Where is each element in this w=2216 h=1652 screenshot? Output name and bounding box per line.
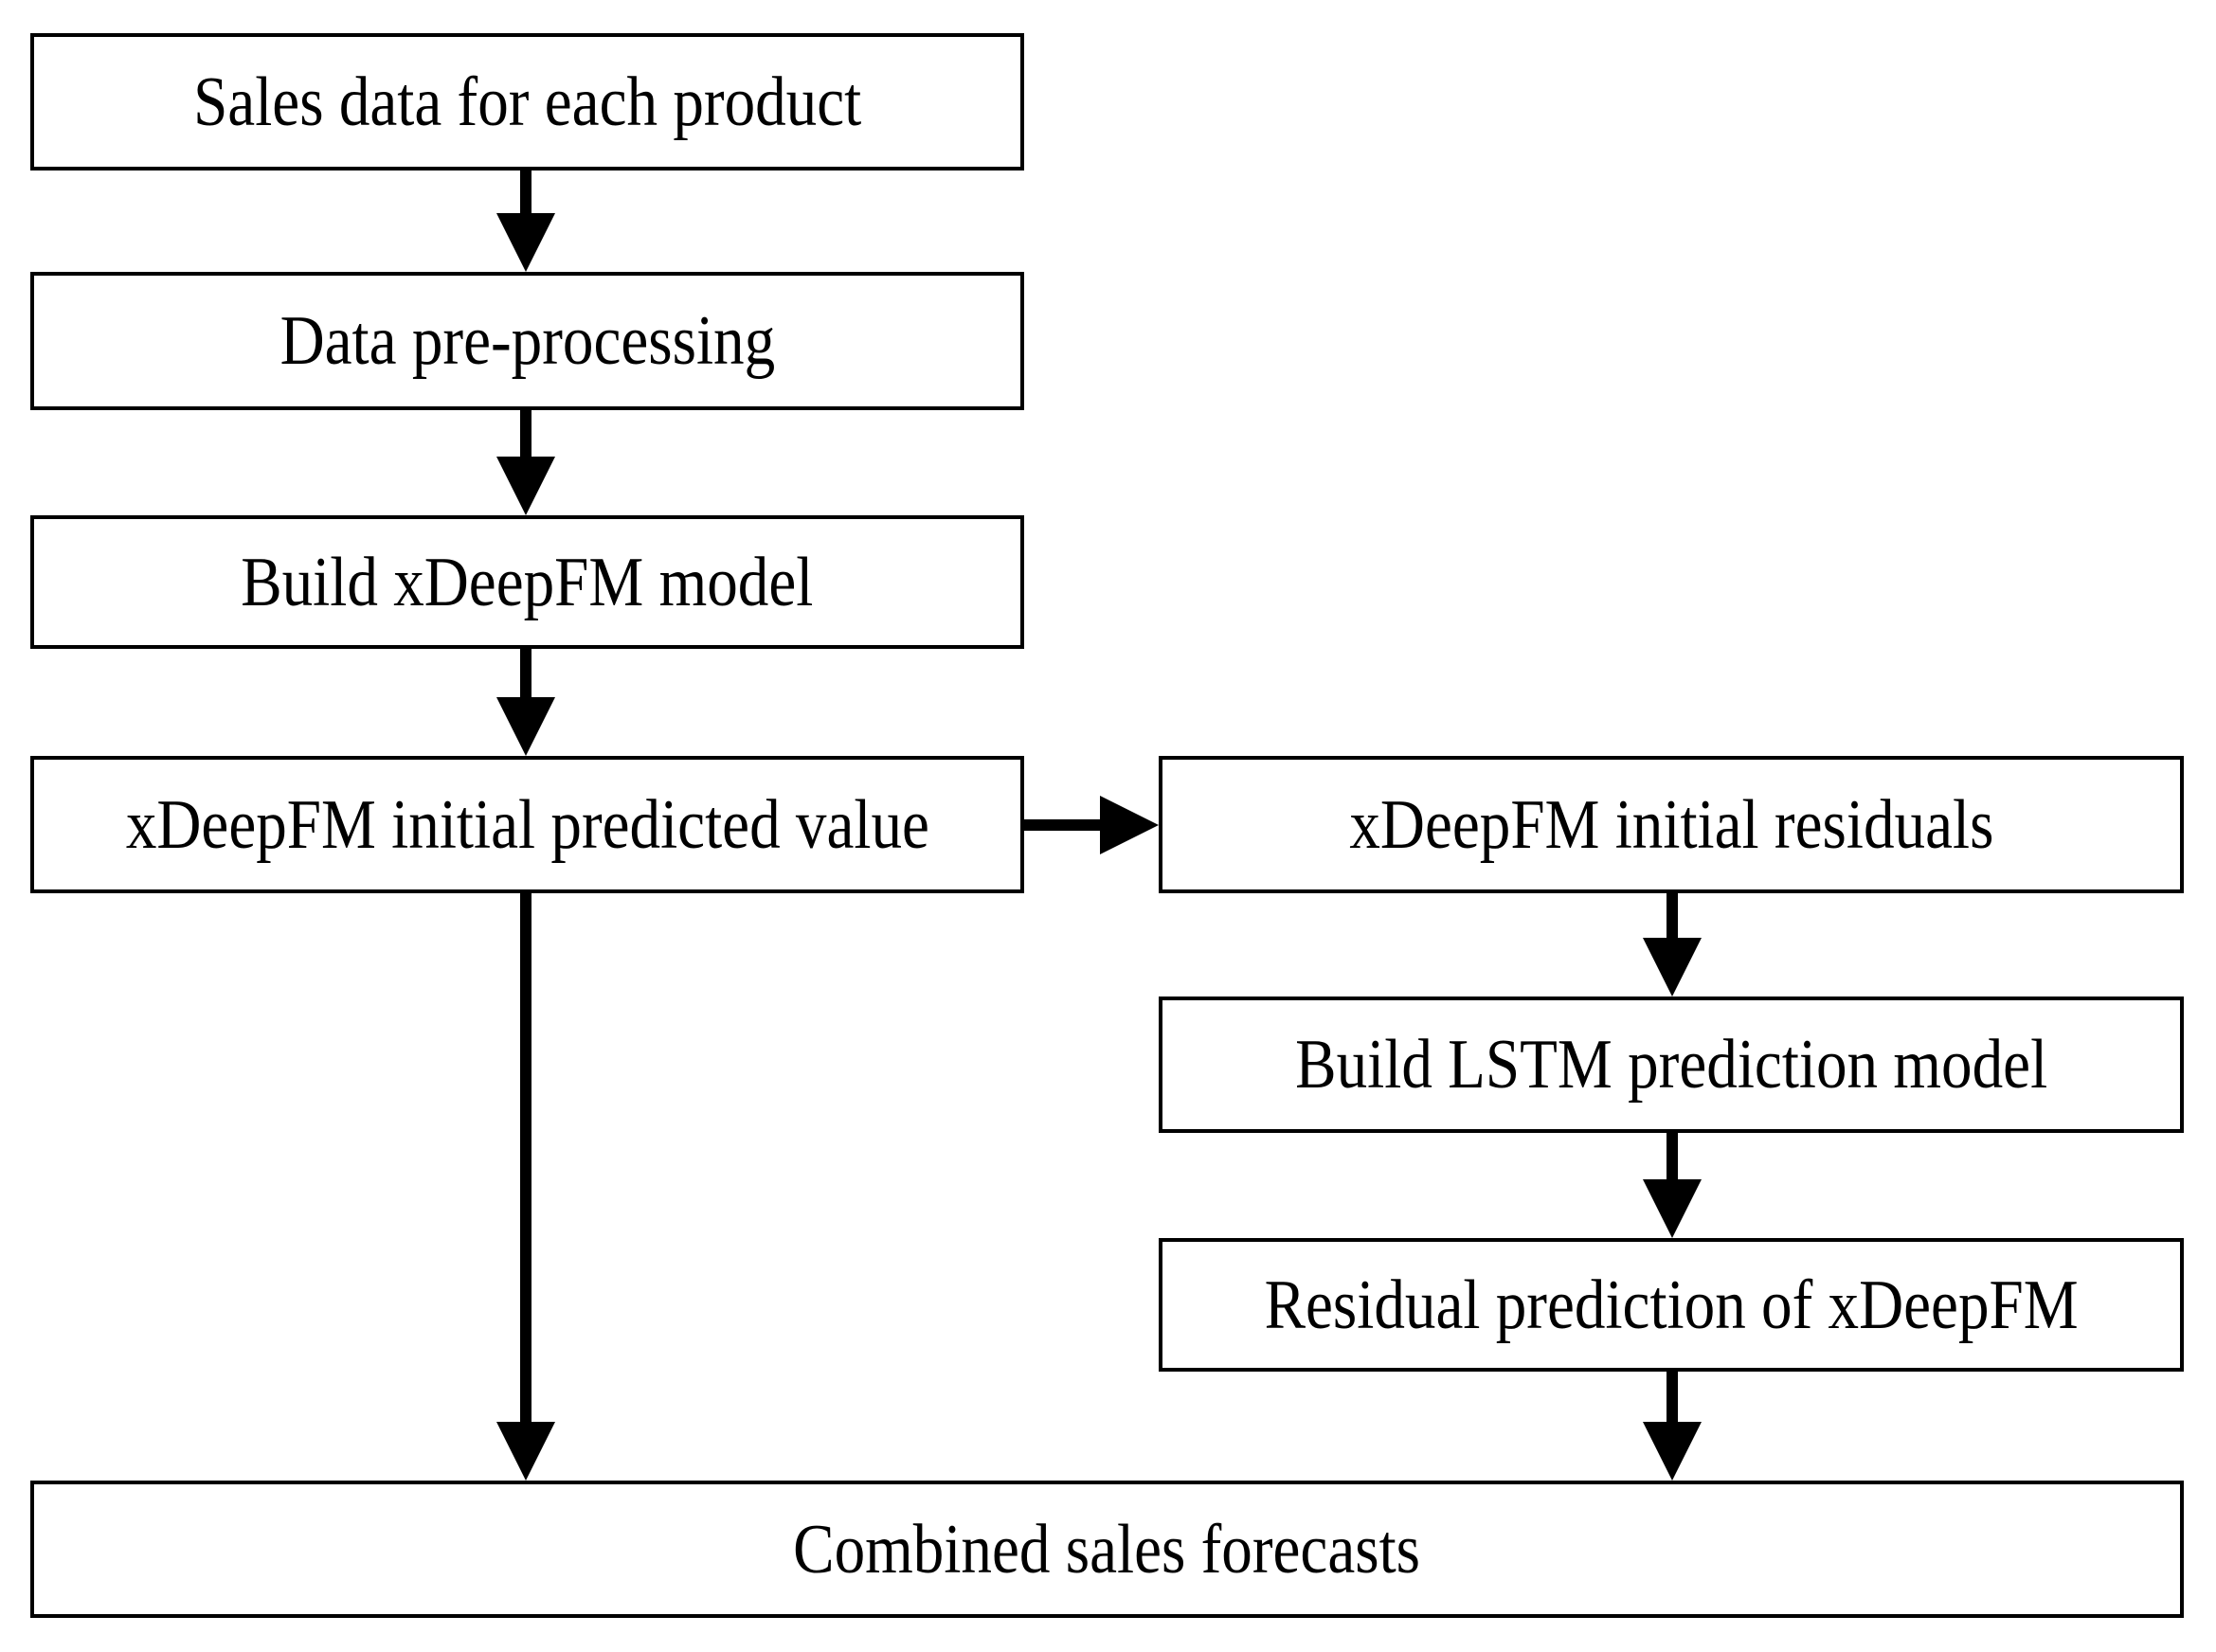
- node-sales-data-label: Sales data for each product: [192, 63, 862, 141]
- arrow-head-down-icon: [1643, 1422, 1702, 1481]
- arrow-head-down-icon: [1643, 938, 1702, 997]
- node-sales-data[interactable]: Sales data for each product: [30, 33, 1024, 171]
- arrow-shaft: [520, 171, 531, 213]
- arrow-head-right-icon: [1100, 796, 1159, 854]
- arrow-head-down-icon: [496, 1422, 555, 1481]
- node-preprocessing[interactable]: Data pre-processing: [30, 272, 1024, 410]
- node-build-lstm-label: Build LSTM prediction model: [1294, 1026, 2048, 1104]
- node-xdeepfm-initial-residuals-label: xDeepFM initial residuals: [1348, 785, 1994, 864]
- node-preprocessing-label: Data pre-processing: [279, 302, 775, 380]
- edge-build-xdeepfm-to-initial-value: [496, 649, 555, 756]
- edge-build-lstm-to-residual-prediction: [1643, 1133, 1702, 1238]
- arrow-shaft: [520, 410, 531, 457]
- node-combined-sales-forecasts[interactable]: Combined sales forecasts: [30, 1481, 2184, 1618]
- arrow-head-down-icon: [496, 697, 555, 756]
- edge-initial-value-to-residuals: [1024, 796, 1159, 854]
- node-residual-prediction-label: Residual prediction of xDeepFM: [1264, 1266, 2079, 1344]
- arrow-shaft: [1667, 1372, 1678, 1422]
- arrow-head-down-icon: [496, 213, 555, 272]
- node-xdeepfm-initial-residuals[interactable]: xDeepFM initial residuals: [1159, 756, 2184, 893]
- arrow-shaft: [1667, 1133, 1678, 1179]
- edge-initial-value-to-combined-forecasts: [496, 893, 555, 1481]
- arrow-head-down-icon: [496, 457, 555, 515]
- arrow-shaft: [520, 649, 531, 697]
- node-combined-sales-forecasts-label: Combined sales forecasts: [793, 1510, 1421, 1589]
- arrow-head-down-icon: [1643, 1179, 1702, 1238]
- node-build-lstm[interactable]: Build LSTM prediction model: [1159, 997, 2184, 1133]
- node-build-xdeepfm-label: Build xDeepFM model: [241, 543, 814, 621]
- node-xdeepfm-initial-predicted-value[interactable]: xDeepFM initial predicted value: [30, 756, 1024, 893]
- arrow-shaft: [520, 893, 531, 1422]
- arrow-shaft: [1667, 893, 1678, 938]
- arrow-shaft: [1024, 819, 1100, 831]
- edge-residuals-to-build-lstm: [1643, 893, 1702, 997]
- node-xdeepfm-initial-predicted-value-label: xDeepFM initial predicted value: [125, 785, 929, 864]
- edge-residual-prediction-to-combined-forecasts: [1643, 1372, 1702, 1481]
- node-residual-prediction[interactable]: Residual prediction of xDeepFM: [1159, 1238, 2184, 1372]
- edge-preprocessing-to-build-xdeepfm: [496, 410, 555, 515]
- node-build-xdeepfm[interactable]: Build xDeepFM model: [30, 515, 1024, 649]
- edge-sales-data-to-preprocessing: [496, 171, 555, 272]
